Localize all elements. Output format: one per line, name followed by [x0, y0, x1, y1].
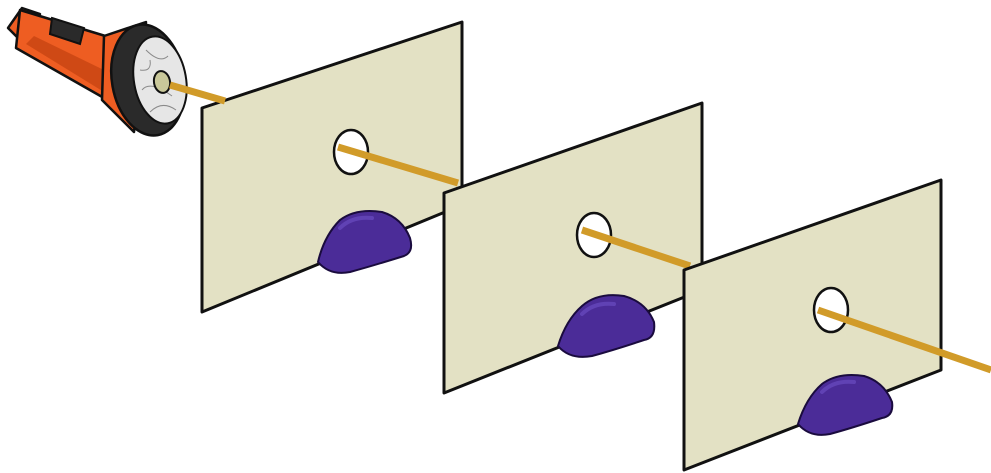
card-3 — [684, 180, 941, 470]
card-1 — [202, 22, 462, 312]
card-2 — [444, 103, 702, 393]
flashlight-icon — [8, 8, 193, 141]
